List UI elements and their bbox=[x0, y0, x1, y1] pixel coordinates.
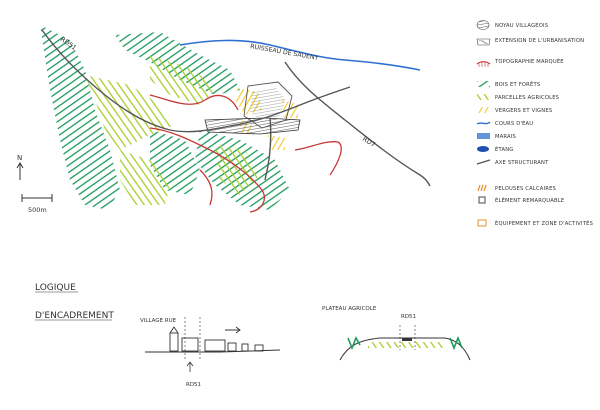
legend-item: NOYAU VILLAGEOIS bbox=[476, 20, 548, 30]
road-branch bbox=[264, 117, 272, 181]
forest-west bbox=[40, 25, 120, 210]
north-arrow: N bbox=[16, 154, 24, 180]
agricultural-icon bbox=[477, 94, 490, 100]
stream-label: RUISSEAU DE SAUENY bbox=[250, 43, 319, 62]
legend-item: MARAIS bbox=[477, 133, 516, 140]
orchard-3 bbox=[268, 135, 285, 150]
village-core bbox=[204, 81, 301, 135]
north-label: N bbox=[17, 154, 22, 162]
main-axis-icon bbox=[476, 159, 491, 165]
topography-icon bbox=[476, 61, 491, 67]
watercourse-icon bbox=[476, 121, 491, 125]
svg-text:BOIS ET FORÊTS: BOIS ET FORÊTS bbox=[495, 80, 540, 88]
topo-line-2 bbox=[149, 127, 265, 213]
agri-north bbox=[150, 55, 215, 105]
svg-text:COURS D'EAU: COURS D'EAU bbox=[495, 121, 533, 127]
legend-item: VERGERS ET VIGNES bbox=[477, 107, 552, 114]
topo-line-3 bbox=[294, 141, 342, 176]
legend-item: EXTENSION DE L'URBANISATION bbox=[476, 38, 584, 46]
svg-text:TOPOGRAPHIE MARQUÉE: TOPOGRAPHIE MARQUÉE bbox=[494, 57, 564, 65]
village-core-icon bbox=[476, 20, 490, 30]
section1-place-label: VILLAGE RUE bbox=[140, 318, 177, 324]
bottom-title: LOGIQUE D'ENCADREMENT bbox=[35, 283, 114, 321]
svg-text:PARCELLES AGRICOLES: PARCELLES AGRICOLES bbox=[495, 95, 559, 101]
section1-road-label: RD51 bbox=[186, 382, 201, 388]
section2-road-label: RD51 bbox=[401, 314, 416, 320]
urban-extension bbox=[204, 117, 301, 135]
forest-north bbox=[115, 32, 240, 95]
section1-arrow bbox=[225, 326, 241, 334]
road-rd51 bbox=[41, 29, 351, 133]
marsh-icon bbox=[477, 133, 490, 139]
legend-item: ÉQUIPEMENT ET ZONE D'ACTIVITÉS bbox=[477, 219, 593, 227]
map-area: RUISSEAU DE SAUENY RD51 RD7 N 500m bbox=[16, 25, 431, 214]
topo-line-4 bbox=[199, 169, 213, 206]
road-rd7 bbox=[284, 61, 431, 187]
title-line2: D'ENCADREMENT bbox=[35, 311, 114, 321]
scale-bar: 500m bbox=[21, 194, 53, 214]
section2-crops bbox=[368, 342, 443, 348]
section2-plateau bbox=[339, 337, 471, 361]
scale-label: 500m bbox=[28, 206, 47, 214]
svg-text:AXE STRUCTURANT: AXE STRUCTURANT bbox=[495, 160, 549, 166]
svg-text:ÉTANG: ÉTANG bbox=[495, 145, 514, 153]
legend-item: PARCELLES AGRICOLES bbox=[477, 94, 559, 101]
road-label-rd7: RD7 bbox=[361, 135, 377, 149]
legend-item: TOPOGRAPHIE MARQUÉE bbox=[476, 57, 564, 67]
svg-text:ÉLÉMENT REMARQUABLE: ÉLÉMENT REMARQUABLE bbox=[495, 196, 564, 204]
legend: NOYAU VILLAGEOIS EXTENSION DE L'URBANISA… bbox=[476, 20, 593, 227]
legend-item: BOIS ET FORÊTS bbox=[477, 80, 540, 88]
roads bbox=[41, 29, 431, 187]
section-village-rue: VILLAGE RUE RD51 bbox=[140, 317, 281, 388]
section2-place-label: PLATEAU AGRICOLE bbox=[322, 306, 377, 312]
pond-icon bbox=[477, 146, 489, 152]
agri-east bbox=[215, 145, 260, 195]
remarkable-element-icon bbox=[478, 196, 486, 204]
legend-item: COURS D'EAU bbox=[476, 121, 533, 127]
urban-extension-icon bbox=[476, 38, 491, 46]
topography-lines bbox=[149, 94, 342, 213]
svg-text:ÉQUIPEMENT ET ZONE D'ACTIVITÉS: ÉQUIPEMENT ET ZONE D'ACTIVITÉS bbox=[495, 219, 593, 227]
equipment-zone-icon bbox=[477, 219, 487, 227]
legend-item: ÉLÉMENT REMARQUABLE bbox=[478, 196, 564, 204]
title-line1: LOGIQUE bbox=[35, 283, 76, 293]
svg-text:MARAIS: MARAIS bbox=[495, 134, 516, 140]
topo-line-1 bbox=[149, 94, 239, 111]
svg-text:PELOUSES CALCAIRES: PELOUSES CALCAIRES bbox=[495, 186, 556, 192]
legend-item: AXE STRUCTURANT bbox=[476, 159, 549, 166]
section-plateau-agricole: PLATEAU AGRICOLE RD51 bbox=[322, 306, 471, 361]
legend-item: PELOUSES CALCAIRES bbox=[477, 184, 556, 192]
agri-south bbox=[120, 150, 170, 205]
legend-item: ÉTANG bbox=[477, 145, 514, 153]
svg-text:NOYAU VILLAGEOIS: NOYAU VILLAGEOIS bbox=[495, 23, 548, 29]
limestone-grassland-icon bbox=[477, 184, 487, 192]
stream-path bbox=[179, 39, 421, 71]
svg-text:EXTENSION DE L'URBANISATION: EXTENSION DE L'URBANISATION bbox=[495, 38, 584, 44]
section1-buildings bbox=[169, 326, 264, 352]
forest-icon bbox=[477, 81, 490, 87]
svg-text:VERGERS ET VIGNES: VERGERS ET VIGNES bbox=[495, 108, 552, 114]
orchard-vineyard-icon bbox=[477, 107, 490, 113]
